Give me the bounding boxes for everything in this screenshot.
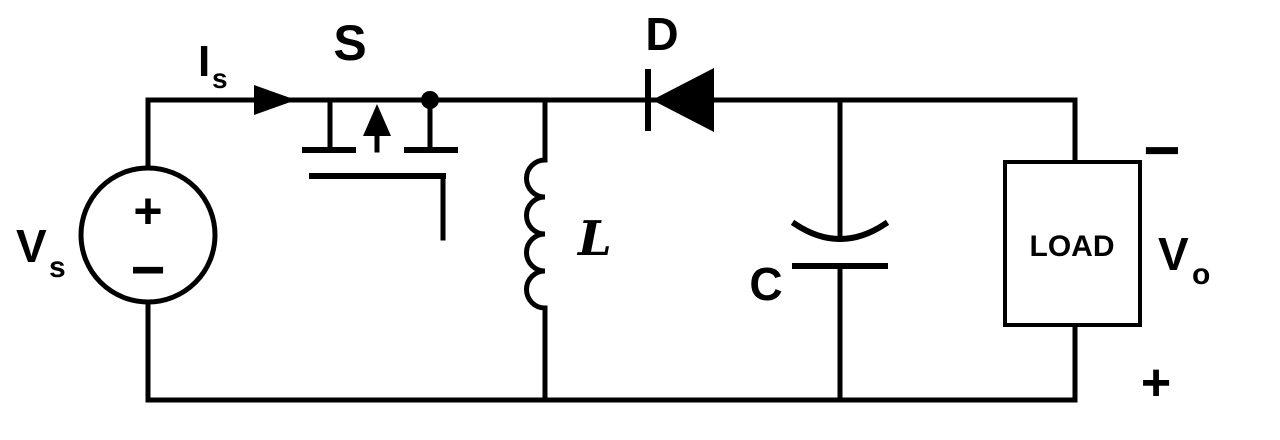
voltage-source-symbol (78, 165, 218, 305)
diode-label: D (645, 8, 678, 60)
source-minus-sign: − (130, 236, 165, 303)
source-voltage-subscript: s (49, 251, 66, 284)
current-label: I (198, 37, 210, 86)
mosfet-arrow-icon (363, 104, 391, 136)
junction-dot (421, 91, 439, 109)
load-box (1003, 160, 1142, 327)
diode-symbol (645, 68, 714, 132)
switch-label: S (333, 15, 366, 71)
source-plus-sign: + (133, 183, 162, 239)
current-arrow-icon (254, 85, 296, 115)
output-voltage-label: V (1158, 228, 1189, 280)
inductor-label: L (576, 211, 612, 267)
capacitor-symbol (790, 97, 890, 403)
output-minus-sign: − (1143, 114, 1180, 186)
mosfet-switch-symbol (302, 97, 458, 241)
current-subscript: s (212, 63, 228, 94)
diode-triangle (652, 68, 714, 132)
source-voltage-label: V (16, 220, 47, 272)
output-voltage-subscript: o (1192, 258, 1210, 291)
load-label: LOAD (1030, 230, 1115, 263)
capacitor-curved-plate (790, 219, 890, 242)
capacitor-label: C (749, 258, 782, 310)
output-plus-sign: + (1141, 354, 1171, 412)
inductor-symbol (524, 97, 548, 403)
